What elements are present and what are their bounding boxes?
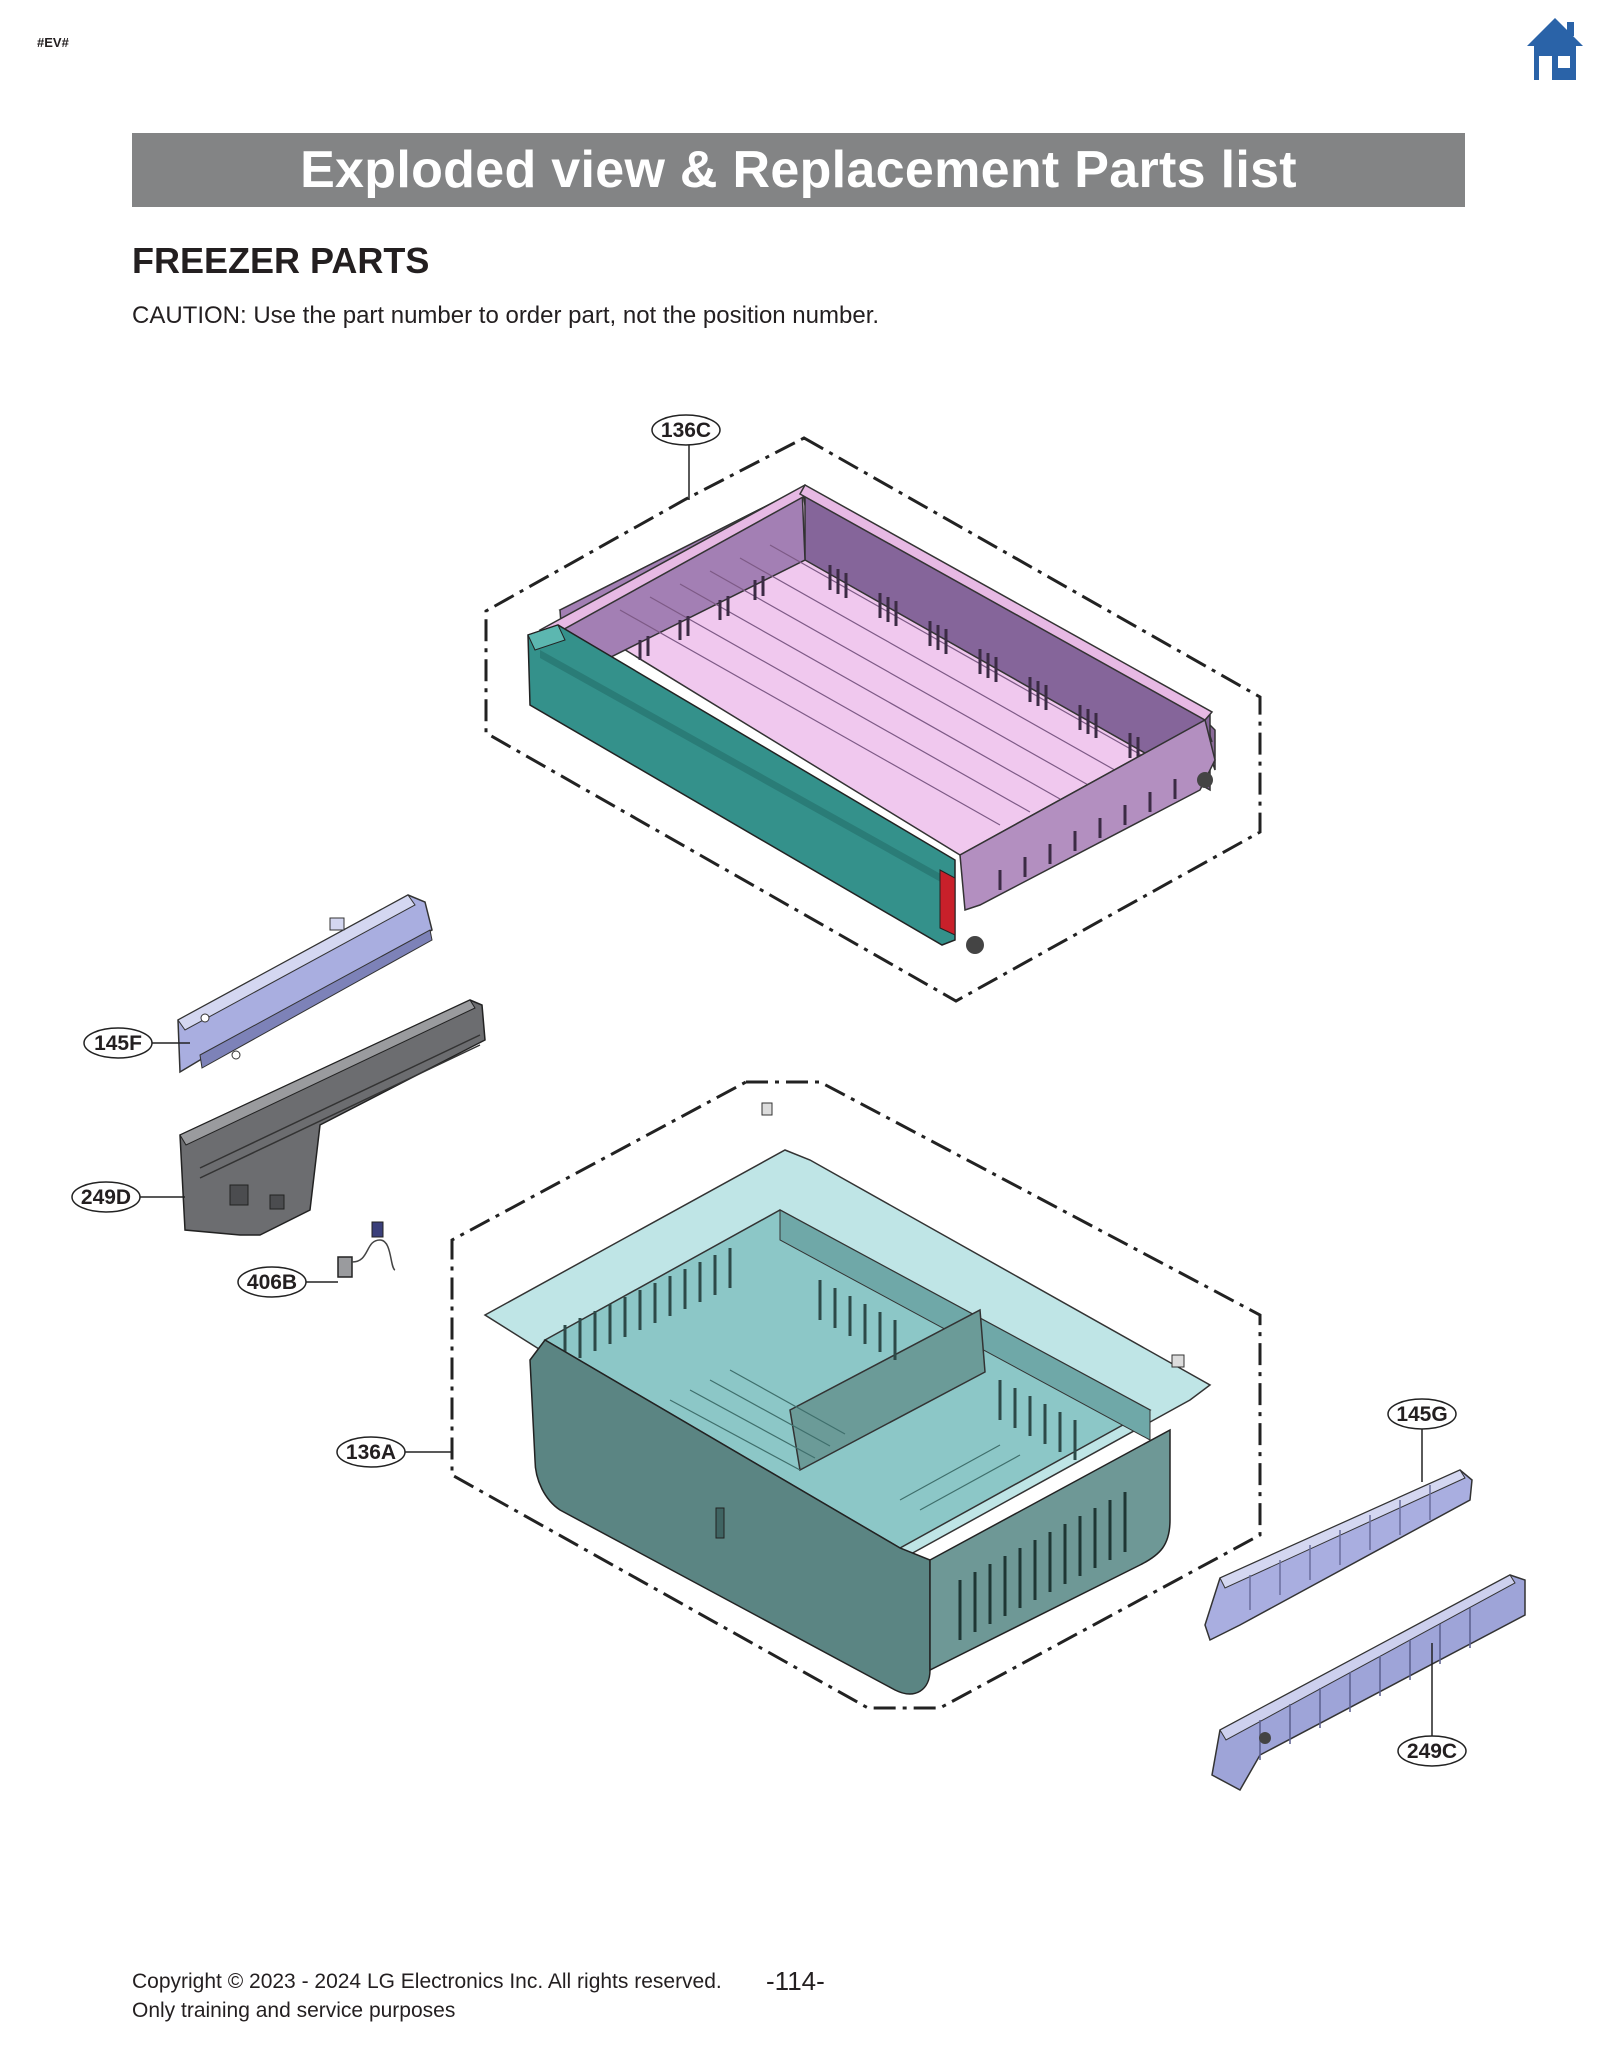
footer-copyright: Copyright © 2023 - 2024 LG Electronics I… bbox=[132, 1970, 722, 1993]
page-banner-title: Exploded view & Replacement Parts list bbox=[132, 133, 1465, 207]
left-rail-249D bbox=[179, 999, 486, 1236]
right-rail-249C bbox=[1211, 1574, 1526, 1792]
callout-406B: 406B bbox=[237, 1266, 338, 1298]
callout-249D: 249D bbox=[71, 1181, 185, 1213]
callout-145F: 145F bbox=[83, 1027, 190, 1059]
lower-freezer-bin bbox=[450, 1080, 1262, 1710]
callout-145G: 145G bbox=[1387, 1398, 1457, 1482]
callout-label-249D: 249D bbox=[81, 1186, 131, 1209]
callout-label-145F: 145F bbox=[94, 1032, 142, 1055]
callout-label-136A: 136A bbox=[346, 1441, 396, 1464]
exploded-view-diagram: 136C 145F 249D 406B 136A 145G 249C bbox=[71, 414, 1526, 1792]
callout-136C: 136C bbox=[651, 414, 721, 500]
callout-label-136C: 136C bbox=[661, 419, 711, 442]
footer-purpose: Only training and service purposes bbox=[132, 1999, 456, 2022]
page-number: -114- bbox=[766, 1966, 825, 1996]
upper-freezer-bin bbox=[484, 436, 1262, 1003]
callout-label-145G: 145G bbox=[1396, 1403, 1447, 1426]
home-icon[interactable] bbox=[1525, 16, 1585, 82]
callout-label-406B: 406B bbox=[247, 1271, 297, 1294]
callout-136A: 136A bbox=[336, 1436, 452, 1468]
sensor-406B bbox=[337, 1221, 396, 1278]
right-rail-145G bbox=[1204, 1469, 1473, 1642]
left-rail-145F bbox=[177, 894, 433, 1074]
caution-note: CAUTION: Use the part number to order pa… bbox=[132, 302, 880, 329]
callout-249C: 249C bbox=[1397, 1643, 1467, 1767]
document-tag: #EV# bbox=[37, 35, 69, 50]
callout-label-249C: 249C bbox=[1407, 1740, 1457, 1763]
section-title: FREEZER PARTS bbox=[132, 240, 430, 281]
